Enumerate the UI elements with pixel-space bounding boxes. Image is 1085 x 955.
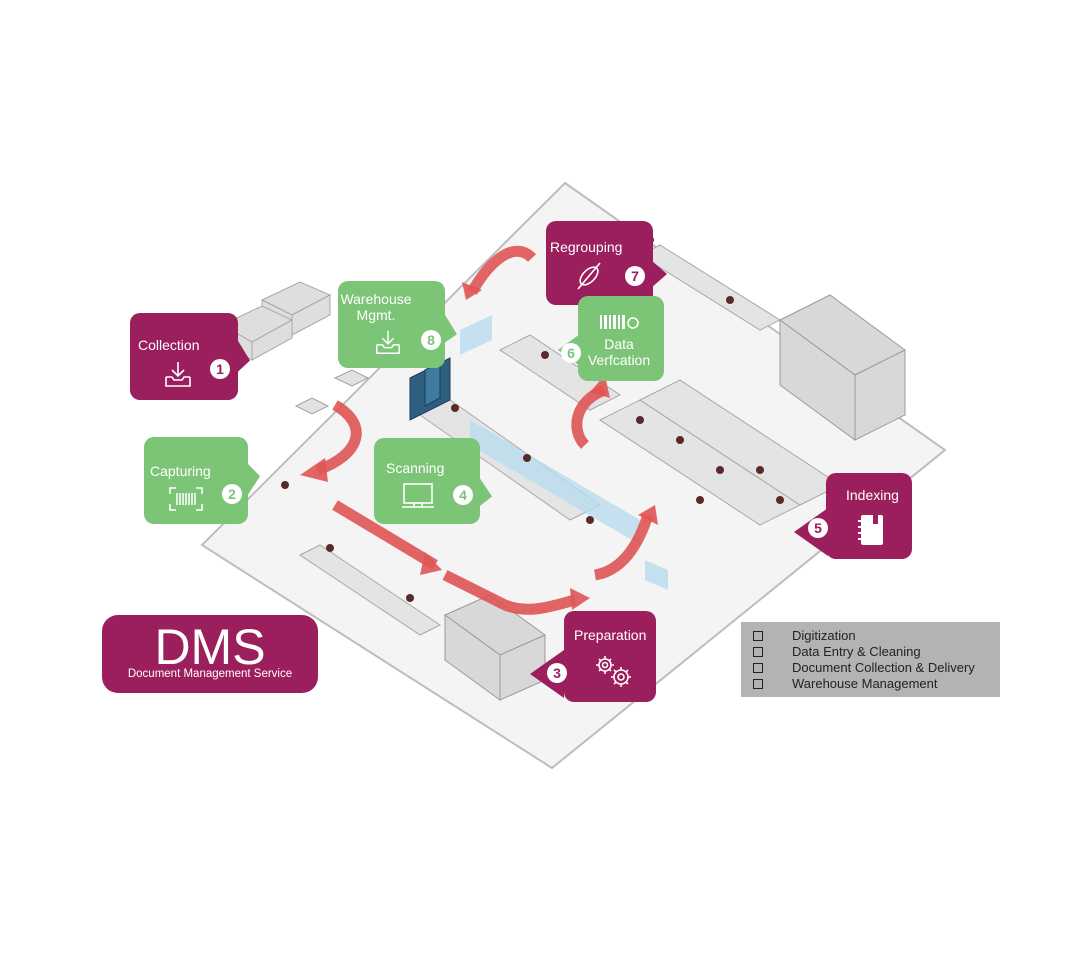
step-warehouse-callout: Warehouse Mgmt. 8 (338, 281, 445, 368)
legend-label: Warehouse Management (792, 676, 938, 691)
legend-label: Digitization (792, 628, 856, 643)
step-number: 3 (547, 663, 567, 683)
legend-item: Data Entry & Cleaning (741, 644, 1000, 660)
step-collection-callout: Collection 1 (130, 313, 238, 400)
checkbox-icon (753, 663, 763, 673)
step-number: 8 (421, 330, 441, 350)
monitor-icon (400, 482, 436, 515)
step-indexing-callout: Indexing (826, 473, 912, 559)
step-number: 6 (561, 343, 581, 363)
step-number: 5 (808, 518, 828, 538)
legend-item: Digitization (741, 628, 1000, 644)
logo-subtitle: Document Management Service (127, 668, 293, 680)
callout-pointer (651, 260, 667, 288)
paper-stacks (294, 369, 370, 415)
callout-pointer (246, 458, 260, 498)
step-title: Indexing (846, 487, 899, 503)
paperclip-icon (572, 259, 606, 298)
notebook-icon (858, 513, 886, 552)
step-preparation-callout: Preparation (564, 611, 656, 702)
gears-icon (592, 653, 634, 694)
step-title: Scanning (386, 460, 445, 476)
tray-download-icon (374, 328, 402, 361)
flow-arrows (316, 245, 654, 615)
step-title: Preparation (574, 627, 647, 643)
arrow-heads (300, 282, 658, 610)
checkbox-icon (753, 679, 763, 689)
glass-partitions (460, 315, 668, 590)
step-title: Regrouping (550, 239, 623, 255)
tray-download-icon (163, 359, 193, 394)
step-capturing-callout: Capturing 2 (144, 437, 248, 524)
step-number: 4 (453, 485, 473, 505)
checkbox-icon (753, 647, 763, 657)
barcode-scan-icon (168, 486, 204, 517)
step-scanning-callout: Scanning 4 (374, 438, 480, 524)
logo-title: DMS (154, 619, 266, 675)
callout-pointer (478, 475, 492, 513)
step-number: 7 (625, 266, 645, 286)
callout-pointer (236, 337, 250, 379)
legend-item: Document Collection & Delivery (741, 660, 1000, 676)
step-title: Warehouse Mgmt. (340, 291, 412, 323)
workers (281, 236, 784, 602)
legend-label: Document Collection & Delivery (792, 660, 975, 675)
step-title: Capturing (150, 463, 211, 479)
step-number: 2 (222, 484, 242, 504)
step-title: Data Verfcation (587, 336, 651, 368)
barcode-check-icon (600, 314, 640, 335)
step-data-verification-callout: Data Verfcation (578, 296, 664, 381)
checkbox-icon (753, 631, 763, 641)
step-title: Collection (138, 337, 200, 353)
step-number: 1 (210, 359, 230, 379)
dms-logo: DMS Document Management Service (102, 615, 318, 693)
callout-pointer (443, 311, 457, 351)
step-regrouping-callout: Regrouping 7 (546, 221, 653, 305)
legend-item: Warehouse Management (741, 676, 1000, 692)
legend: Digitization Data Entry & Cleaning Docum… (741, 622, 1000, 697)
legend-label: Data Entry & Cleaning (792, 644, 921, 659)
